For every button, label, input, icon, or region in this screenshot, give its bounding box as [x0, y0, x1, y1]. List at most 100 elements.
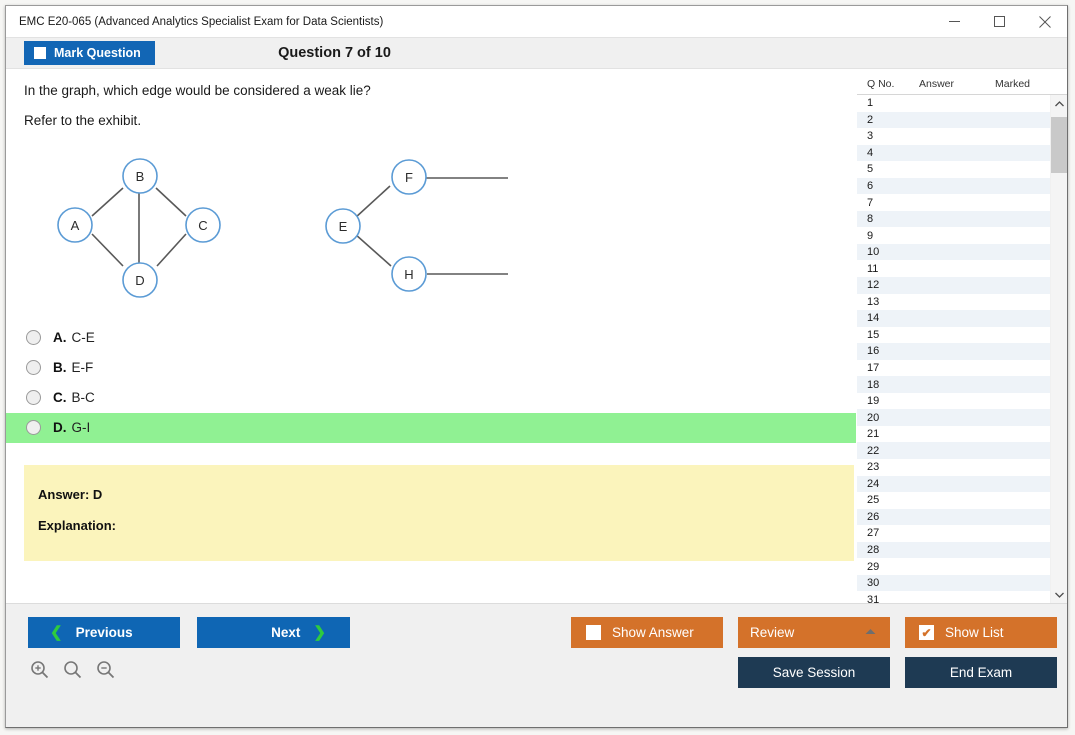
question-list-row[interactable]: 26	[857, 508, 1050, 526]
question-list-row[interactable]: 16	[857, 343, 1050, 360]
question-list-row[interactable]: 2	[857, 111, 1050, 129]
row-question-number: 9	[867, 229, 874, 242]
question-text: In the graph, which edge would be consid…	[6, 69, 856, 132]
row-question-number: 11	[867, 262, 879, 275]
option-text-c: B-C	[71, 390, 95, 406]
svg-text:C: C	[198, 218, 207, 233]
radio-b[interactable]	[26, 360, 41, 376]
row-question-number: 3	[867, 130, 874, 143]
row-question-number: 20	[867, 411, 880, 424]
row-question-number: 8	[867, 213, 874, 226]
answer-label: Answer: D	[38, 486, 103, 502]
question-line-2: Refer to the exhibit.	[24, 112, 142, 128]
show-answer-button[interactable]: Show Answer	[571, 617, 723, 648]
question-list-row[interactable]: 15	[857, 326, 1050, 344]
question-list-row[interactable]: 27	[857, 525, 1050, 542]
svg-text:D: D	[135, 273, 144, 288]
question-list-row[interactable]: 22	[857, 442, 1050, 460]
question-list-row[interactable]: 8	[857, 210, 1050, 228]
question-list-row[interactable]: 5	[857, 161, 1050, 178]
radio-a[interactable]	[26, 330, 41, 346]
show-list-checkbox[interactable]: ✔	[919, 625, 934, 640]
question-list-row[interactable]: 11	[857, 260, 1050, 278]
radio-d[interactable]	[26, 420, 41, 436]
option-row-b[interactable]: B. E-F	[6, 353, 856, 383]
question-list-row[interactable]: 6	[857, 177, 1050, 195]
row-question-number: 25	[867, 494, 880, 507]
window-controls	[932, 6, 1067, 37]
row-question-number: 10	[867, 246, 880, 259]
body: In the graph, which edge would be consid…	[6, 69, 1067, 603]
row-question-number: 4	[867, 146, 874, 159]
next-button[interactable]: Next ❯	[197, 617, 350, 648]
question-list-row[interactable]: 1	[857, 95, 1050, 112]
row-question-number: 22	[867, 444, 880, 457]
question-list-row[interactable]: 18	[857, 376, 1050, 393]
zoom-reset-icon[interactable]	[63, 660, 82, 684]
question-list-row[interactable]: 31	[857, 591, 1050, 603]
question-list-row[interactable]: 21	[857, 425, 1050, 443]
exhibit-graph: B A C D E F H	[18, 146, 856, 311]
scrollbar-thumb[interactable]	[1051, 117, 1067, 173]
question-list-row[interactable]: 23	[857, 459, 1050, 476]
previous-button[interactable]: ❮ Previous	[28, 617, 180, 648]
save-session-button[interactable]: Save Session	[738, 657, 890, 688]
previous-label: Previous	[75, 625, 133, 640]
explanation-label: Explanation:	[38, 517, 117, 533]
mark-question-checkbox[interactable]	[34, 47, 46, 59]
question-list-row[interactable]: 3	[857, 128, 1050, 145]
show-answer-label: Show Answer	[612, 625, 694, 640]
question-list-row[interactable]: 17	[857, 359, 1050, 377]
chevron-left-icon: ❮	[50, 624, 63, 641]
mark-question-button[interactable]: Mark Question	[24, 41, 155, 65]
option-text-a: C-E	[71, 330, 95, 346]
question-list-row[interactable]: 13	[857, 293, 1050, 311]
question-list-row[interactable]: 29	[857, 558, 1050, 575]
minimize-icon[interactable]	[932, 6, 977, 37]
show-list-button[interactable]: ✔ Show List	[905, 617, 1057, 648]
close-icon[interactable]	[1022, 6, 1067, 37]
option-row-c[interactable]: C. B-C	[6, 383, 856, 413]
question-list-row[interactable]: 7	[857, 194, 1050, 211]
column-header-marked: Marked	[995, 77, 1031, 90]
question-list-row[interactable]: 4	[857, 144, 1050, 162]
question-list-row[interactable]: 10	[857, 243, 1050, 261]
question-list-row[interactable]: 14	[857, 310, 1050, 327]
option-letter-b: B.	[53, 360, 67, 376]
question-toolbar: Mark Question Question 7 of 10	[6, 37, 1067, 69]
maximize-icon[interactable]	[977, 6, 1022, 37]
chevron-down-icon[interactable]	[1051, 586, 1067, 603]
zoom-in-icon[interactable]	[30, 660, 49, 684]
option-letter-d: D.	[53, 420, 67, 436]
row-question-number: 26	[867, 510, 880, 523]
question-list-row[interactable]: 19	[857, 392, 1050, 410]
next-label: Next	[271, 625, 301, 640]
answer-explanation-box: Answer: D Explanation:	[24, 464, 854, 561]
question-list-row[interactable]: 25	[857, 492, 1050, 509]
row-question-number: 13	[867, 295, 880, 308]
question-list-row[interactable]: 20	[857, 409, 1050, 426]
zoom-out-icon[interactable]	[96, 660, 115, 684]
row-question-number: 29	[867, 560, 880, 573]
option-row-d[interactable]: D. G-I	[6, 412, 856, 443]
caret-up-icon	[865, 627, 876, 638]
question-list-row[interactable]: 12	[857, 277, 1050, 294]
show-answer-checkbox[interactable]	[586, 625, 601, 640]
title-bar: EMC E20-065 (Advanced Analytics Speciali…	[6, 6, 1067, 37]
chevron-up-icon[interactable]	[1051, 95, 1067, 112]
row-question-number: 24	[867, 477, 880, 490]
radio-c[interactable]	[26, 390, 41, 406]
row-question-number: 6	[867, 180, 874, 192]
question-list-row[interactable]: 9	[857, 227, 1050, 244]
row-question-number: 16	[867, 345, 880, 358]
row-question-number: 1	[867, 97, 874, 110]
question-list-scrollbar[interactable]	[1050, 95, 1067, 603]
question-list-row[interactable]: 30	[857, 574, 1050, 592]
end-exam-button[interactable]: End Exam	[905, 657, 1057, 688]
review-dropdown[interactable]: Review	[738, 617, 890, 648]
question-list-row[interactable]: 28	[857, 541, 1050, 559]
question-list-row[interactable]: 24	[857, 475, 1050, 493]
option-row-a[interactable]: A. C-E	[6, 323, 856, 353]
